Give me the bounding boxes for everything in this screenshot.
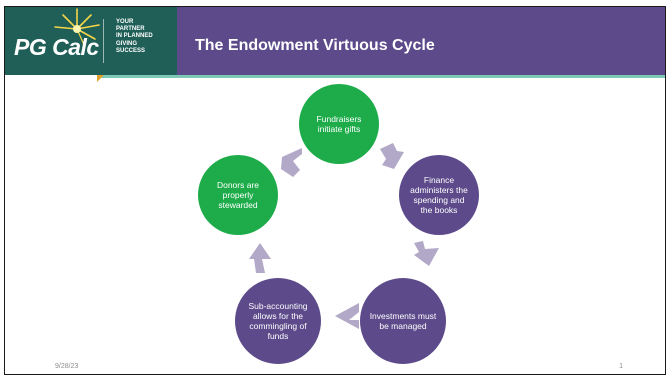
arrow-2-icon bbox=[414, 241, 439, 266]
logo-tagline: YOUR PARTNER IN PLANNED GIVING SUCCESS bbox=[116, 19, 153, 54]
slide-number: 1 bbox=[619, 363, 623, 370]
cycle-arrows bbox=[249, 143, 439, 329]
cycle-node-label: Sub-accounting allows for the comminglin… bbox=[248, 301, 308, 341]
slide-title: The Endowment Virtuous Cycle bbox=[195, 37, 435, 54]
slide-header: PG Calc YOUR PARTNER IN PLANNED GIVING S… bbox=[5, 7, 665, 75]
logo-text: PG Calc bbox=[14, 34, 99, 60]
cycle-node-donors: Donors are properly stewarded bbox=[198, 155, 278, 235]
cycle-node-fundraisers: Fundraisers initiate gifts bbox=[299, 84, 379, 164]
cycle-node-label: Fundraisers initiate gifts bbox=[316, 114, 362, 134]
pgcalc-logo: PG Calc YOUR PARTNER IN PLANNED GIVING S… bbox=[5, 7, 177, 75]
cycle-node-label: Investments must be managed bbox=[369, 311, 437, 331]
sunburst-icon bbox=[54, 8, 100, 48]
footer-date: 9/28/23 bbox=[55, 363, 79, 370]
cycle-node-subaccounting: Sub-accounting allows for the comminglin… bbox=[235, 278, 321, 364]
arrow-4-icon bbox=[249, 243, 271, 273]
cycle-node-investments: Investments must be managed bbox=[360, 278, 446, 364]
logo-divider bbox=[103, 19, 104, 63]
header-accent-line bbox=[97, 75, 665, 78]
arrow-3-icon bbox=[335, 303, 359, 329]
slide: PG Calc YOUR PARTNER IN PLANNED GIVING S… bbox=[4, 6, 666, 375]
cycle-node-finance: Finance administers the spending and the… bbox=[399, 155, 479, 235]
cycle-node-label: Donors are properly stewarded bbox=[216, 180, 260, 210]
arrow-5-icon bbox=[281, 148, 302, 177]
cycle-node-label: Finance administers the spending and the… bbox=[410, 175, 468, 215]
arrow-1-icon bbox=[380, 143, 404, 169]
header-accent-triangle bbox=[97, 75, 104, 82]
